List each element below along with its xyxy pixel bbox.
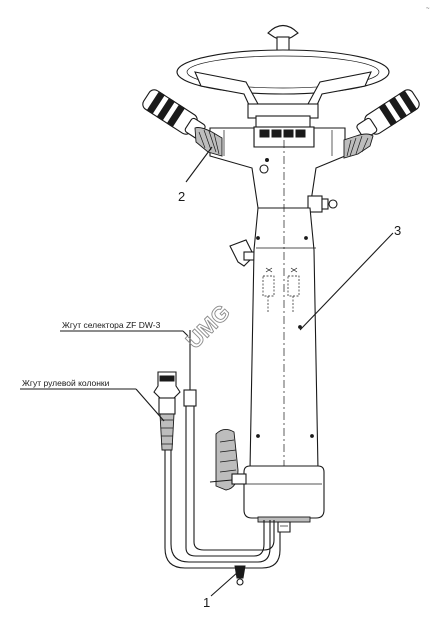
bottom-connector (234, 565, 246, 579)
steering-wheel (176, 24, 390, 148)
wheel-hub (255, 115, 311, 129)
label-column-harness: Жгут рулевой колонки (22, 378, 110, 388)
corner-mark: ~ (426, 6, 430, 12)
column-base (243, 465, 325, 533)
callout-1: 1 (203, 595, 210, 610)
indicator-lamp (259, 164, 269, 174)
watermark-logo: UMG (181, 300, 235, 354)
label-selector-harness: Жгут селектора ZF DW-3 (62, 320, 161, 330)
right-stalk (343, 89, 420, 159)
leader-lines (20, 146, 394, 597)
upper-housing (209, 127, 346, 267)
left-stalk (142, 89, 223, 157)
callout-2: 2 (178, 189, 185, 204)
selector-pedal (209, 429, 247, 491)
wiring-harness (153, 330, 281, 586)
callout-3: 3 (394, 223, 401, 238)
selector-harness-connector (183, 389, 197, 407)
column-connectors (262, 267, 300, 312)
